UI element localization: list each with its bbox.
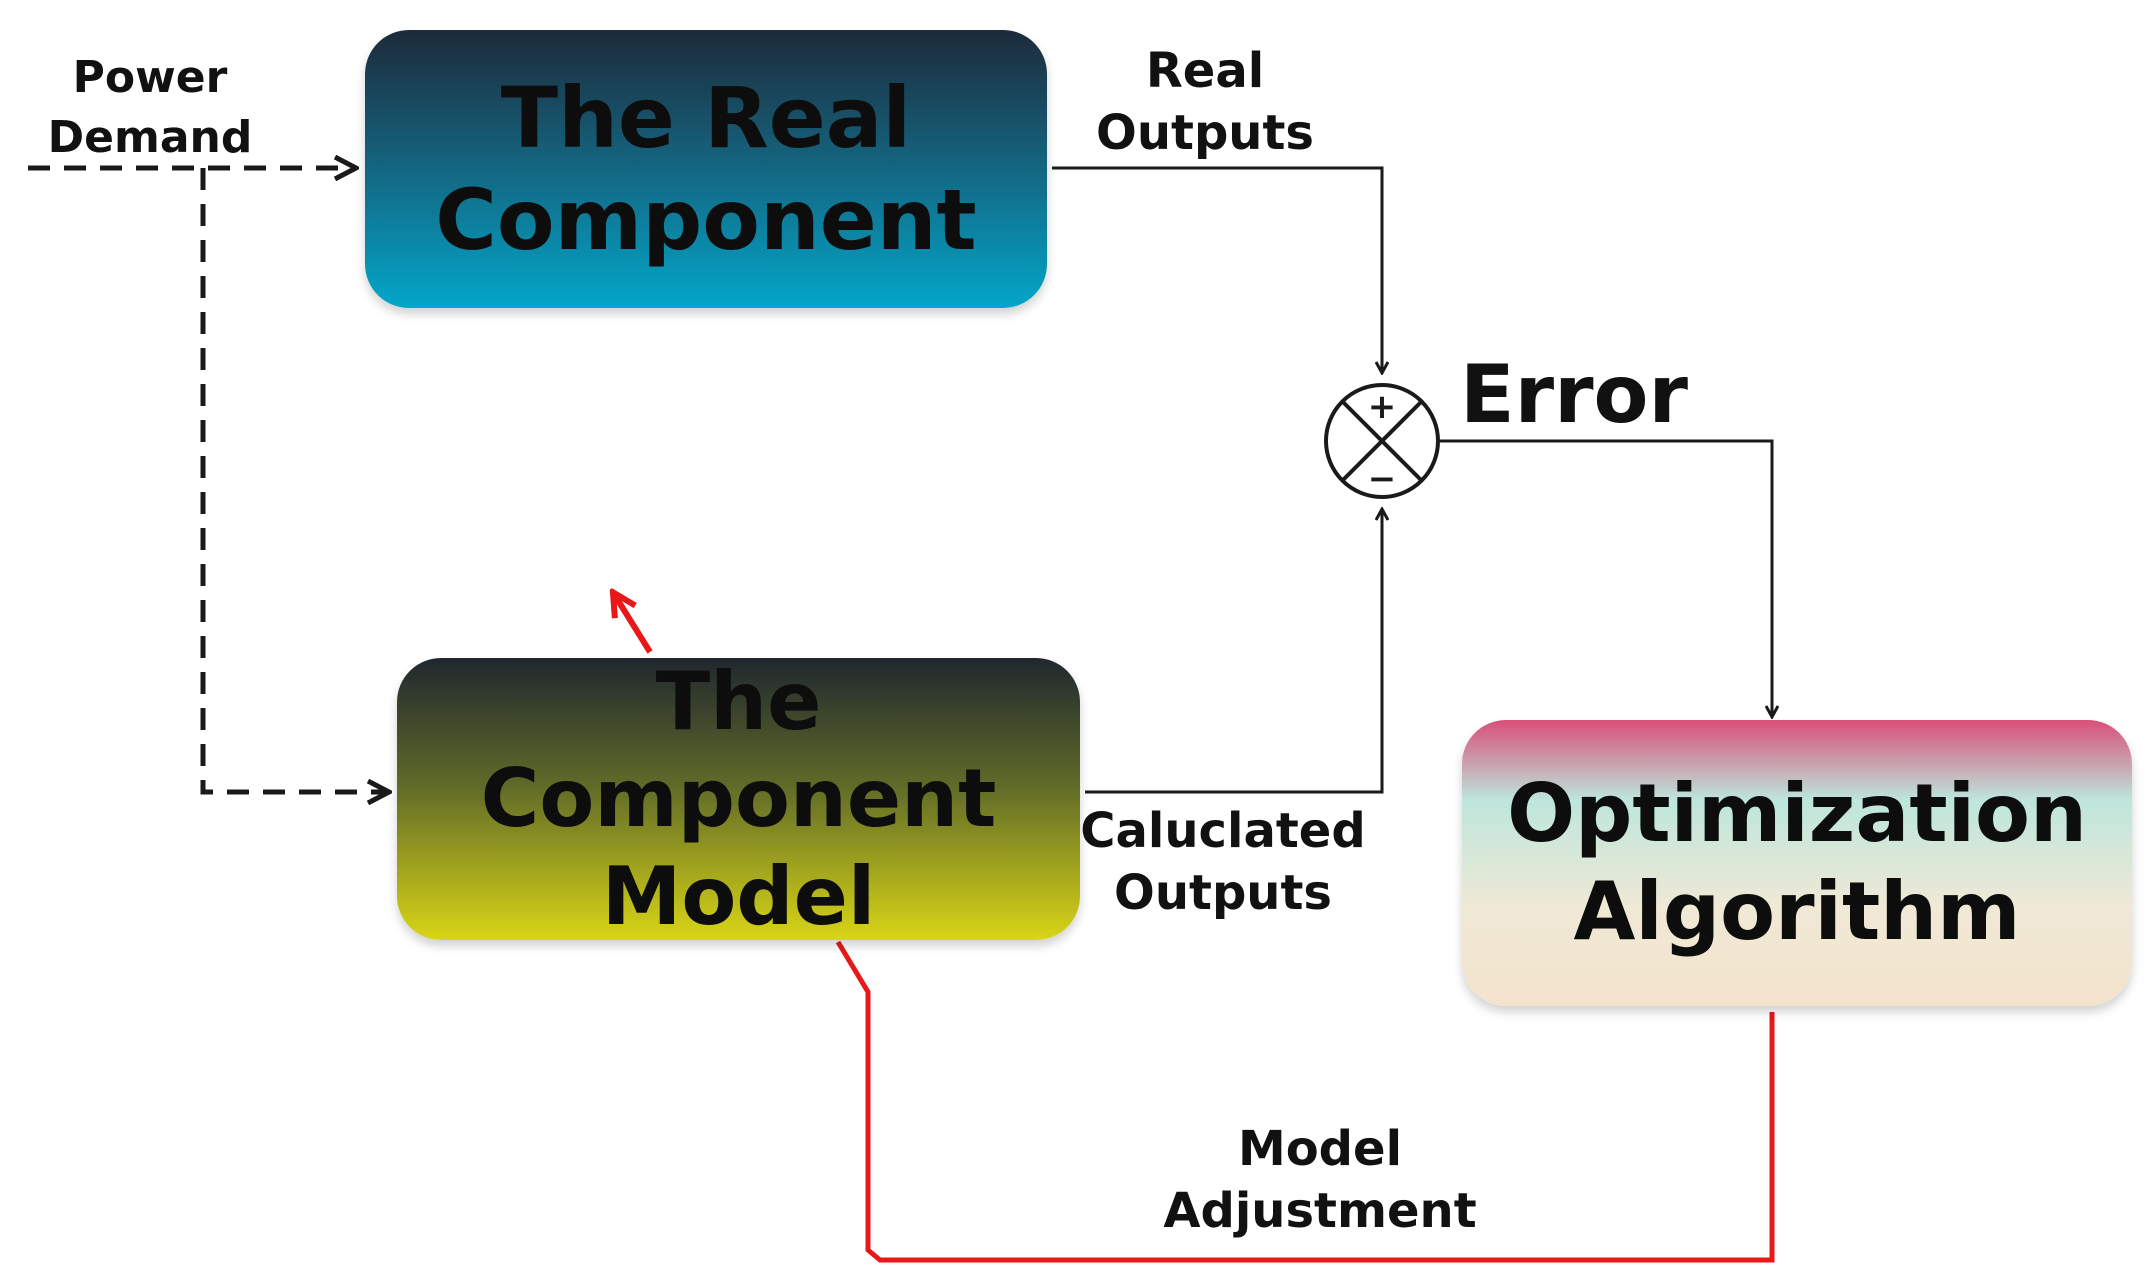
junction-plus-sign: + [1368, 387, 1397, 427]
power-demand-label-line-2: Demand [47, 112, 253, 163]
power-demand-branch-line [200, 168, 388, 792]
calculated-outputs-line [1085, 510, 1382, 794]
real-component-block: The Real Component [365, 30, 1047, 308]
model-adjustment-label-line-2: Adjustment [1163, 1183, 1477, 1239]
power-demand-label-line-1: Power [72, 52, 228, 103]
real-outputs-label-line-2: Outputs [1096, 105, 1314, 161]
junction-minus-sign: − [1368, 459, 1397, 499]
component-model-title-line-2: Model [601, 849, 876, 943]
component-model-title-line-1: The Component [480, 654, 997, 846]
real-component-title-line-1: The Real [500, 68, 912, 167]
calculated-outputs-label-line-2: Outputs [1114, 865, 1332, 921]
error-label: Error [1460, 348, 1688, 441]
model-adjustment-label: Model Adjustment [1160, 1118, 1480, 1242]
real-component-title-line-2: Component [435, 171, 977, 269]
calculated-outputs-label-line-1: Caluclated [1080, 803, 1366, 859]
component-model-block: The Component Model [397, 655, 1080, 943]
summing-junction: + − [1324, 383, 1440, 499]
real-outputs-line [1052, 166, 1382, 372]
optimization-algorithm-block: Optimization Algorithm [1462, 720, 2132, 1006]
model-adjustment-line [835, 940, 1775, 1263]
real-outputs-label-line-1: Real [1145, 43, 1265, 99]
power-demand-label: Power Demand [35, 48, 265, 168]
real-outputs-label: Real Outputs [1095, 40, 1315, 164]
model-adjustment-label-line-1: Model [1237, 1121, 1403, 1177]
calculated-outputs-label: Caluclated Outputs [1078, 800, 1368, 924]
optimization-title-line-1: Optimization [1507, 767, 2087, 861]
optimization-title-line-2: Algorithm [1573, 865, 2021, 958]
error-line [1438, 439, 1772, 716]
model-adjustment-arrow [614, 594, 653, 654]
